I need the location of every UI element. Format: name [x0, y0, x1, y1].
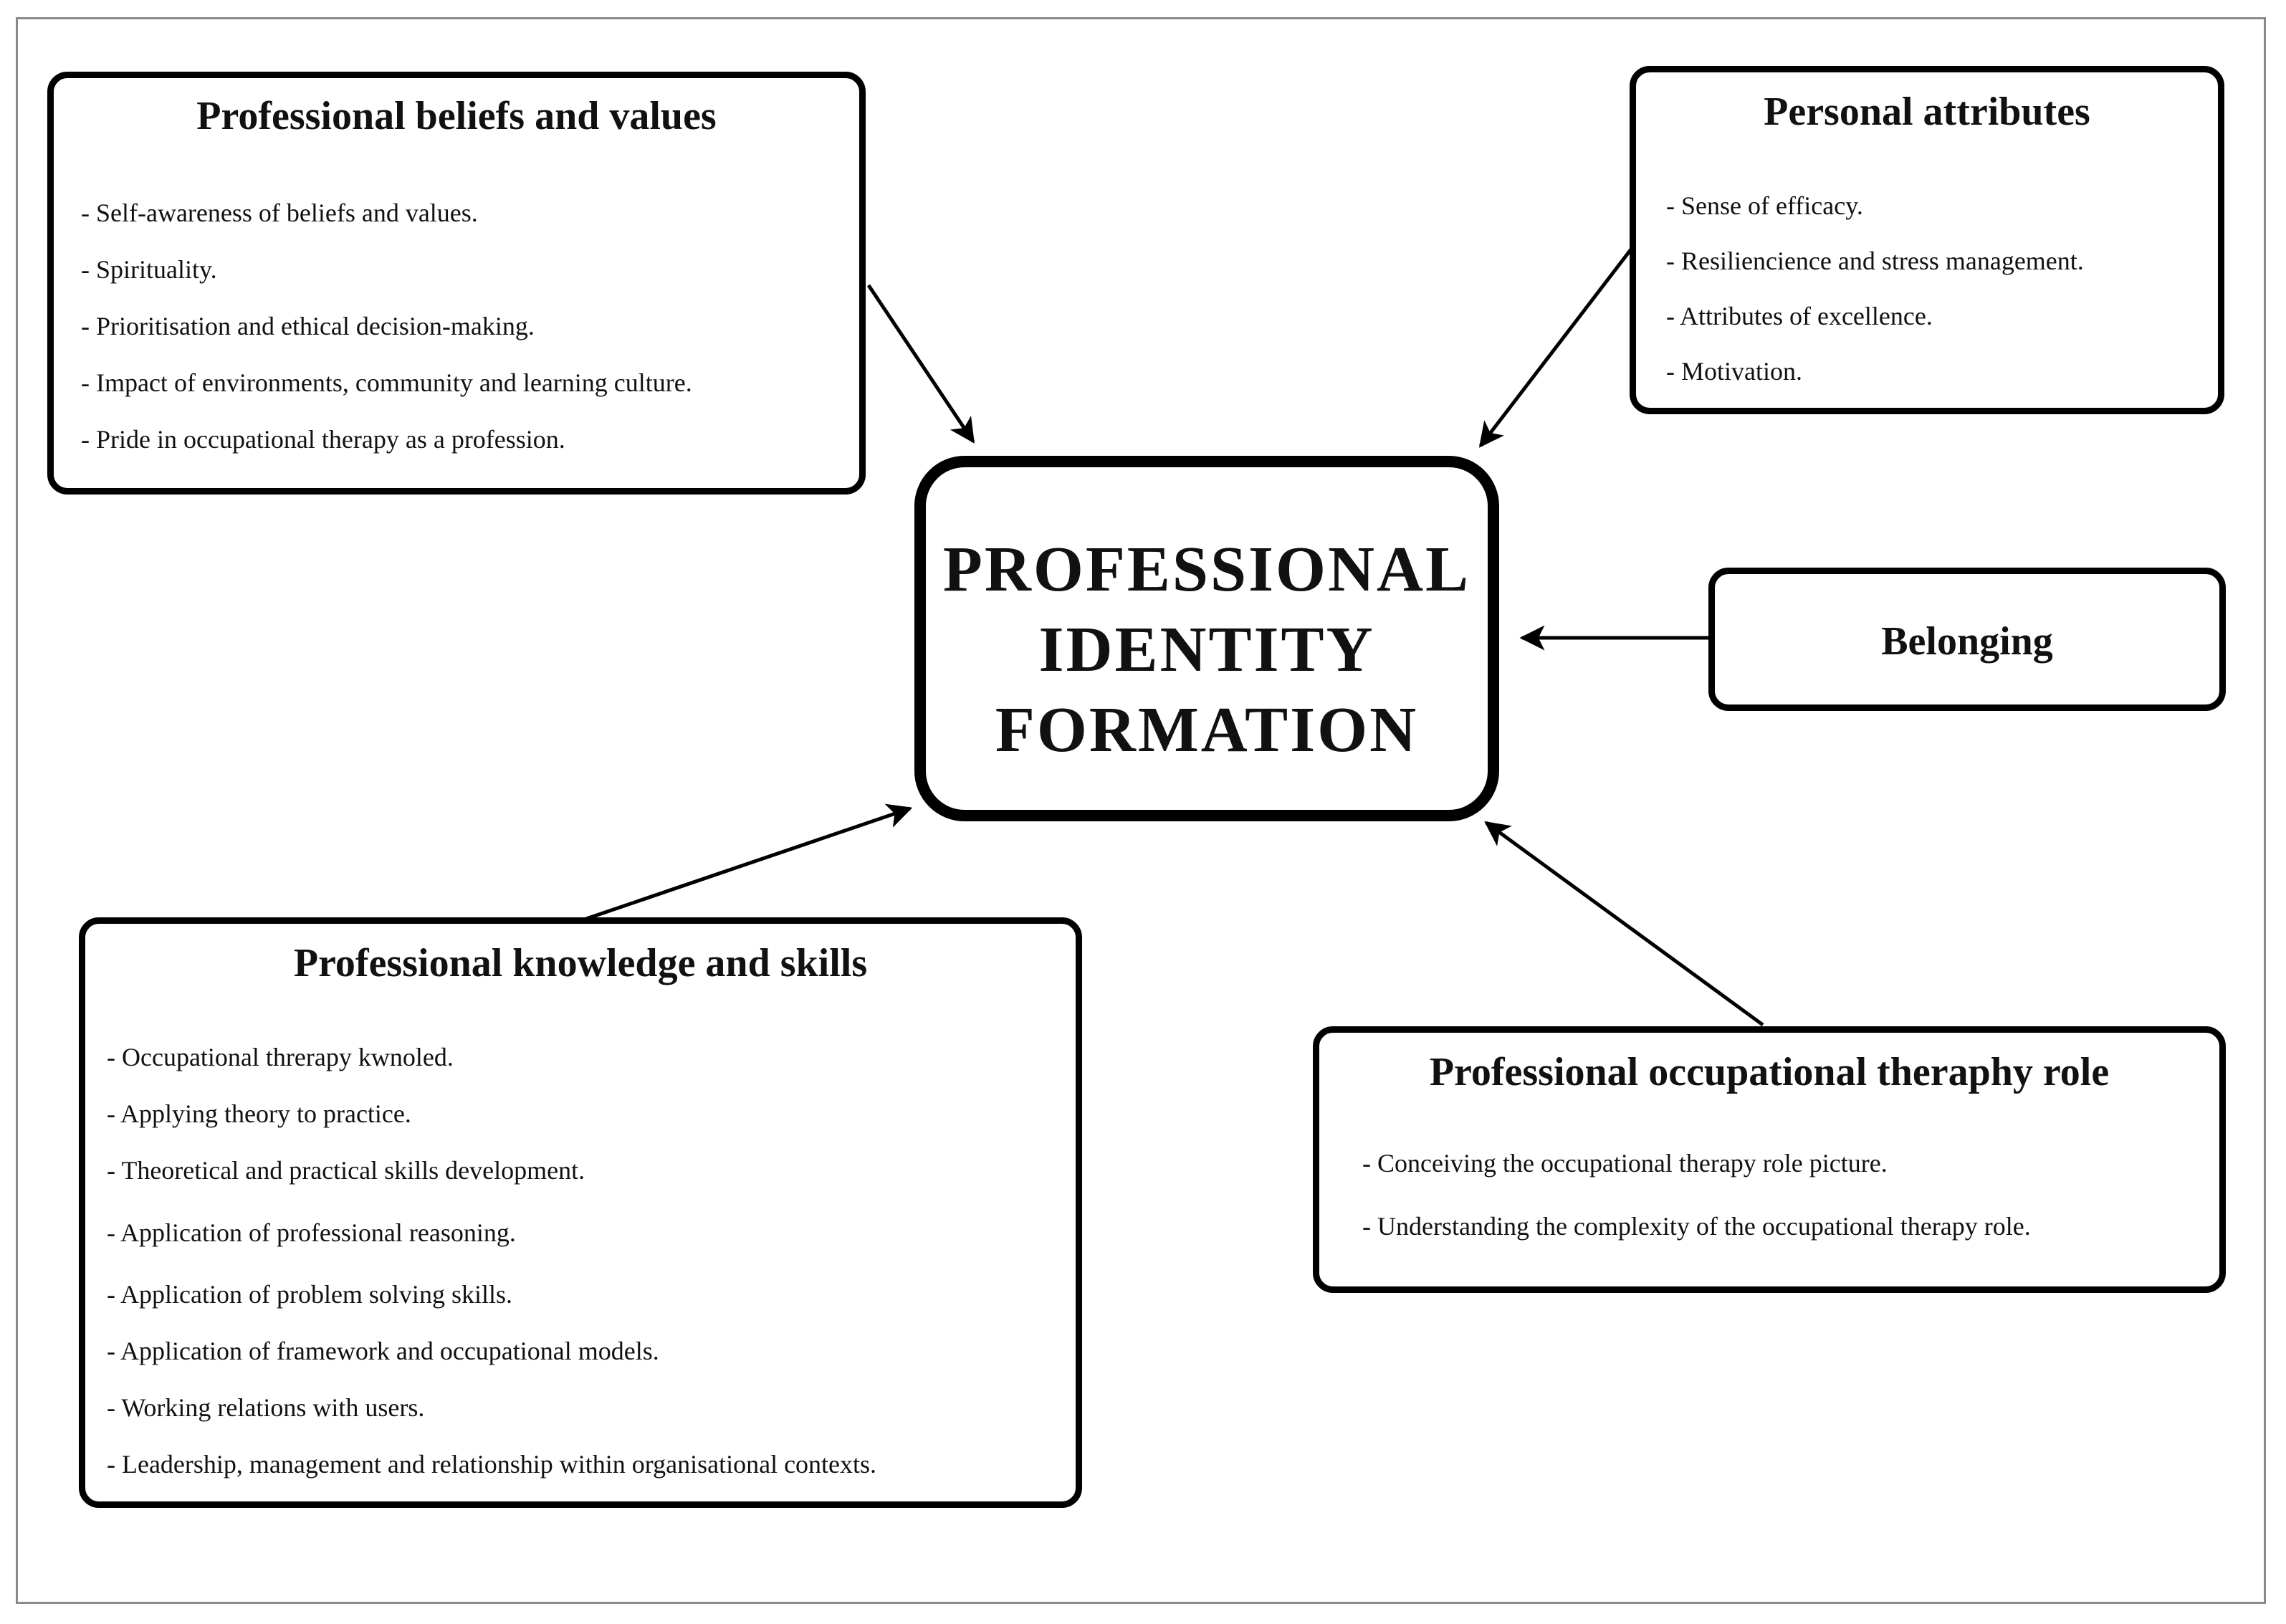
center-node: PROFESSIONAL IDENTITY FORMATION [914, 456, 1499, 821]
arrow-personal-to-center [1478, 242, 1637, 448]
role-title: Professional occupational theraphy role [1429, 1050, 2110, 1094]
list-item: - Occupational threrapy kwnoled. [107, 1043, 454, 1071]
list-item: - Theoretical and practical skills devel… [107, 1156, 585, 1185]
list-item: - Pride in occupational therapy as a pro… [81, 425, 565, 454]
list-item: - Impact of environments, community and … [81, 368, 692, 397]
beliefs-box: Professional beliefs and values - Self-a… [47, 72, 866, 495]
center-title-line: FORMATION [995, 694, 1419, 765]
knowledge-box: Professional knowledge and skills - Occu… [79, 917, 1082, 1508]
role-box: Professional occupational theraphy role … [1313, 1026, 2226, 1293]
list-item: - Attributes of excellence. [1666, 302, 1933, 330]
list-item: - Sense of efficacy. [1666, 191, 1863, 220]
beliefs-title: Professional beliefs and values [196, 94, 717, 138]
list-item: - Spirituality. [81, 255, 217, 284]
list-item: - Motivation. [1666, 357, 1802, 386]
list-item: - Applying theory to practice. [107, 1099, 411, 1128]
personal-title: Personal attributes [1764, 90, 2090, 134]
list-item: - Working relations with users. [107, 1393, 425, 1422]
knowledge-title: Professional knowledge and skills [293, 941, 868, 985]
list-item: - Application of problem solving skills. [107, 1280, 512, 1309]
arrow-knowledge-to-center [585, 803, 913, 921]
list-item: - Leadership, management and relationshi… [107, 1450, 877, 1479]
list-item: - Application of framework and occupatio… [107, 1337, 659, 1365]
figure-frame [16, 17, 2266, 1604]
center-title-line: PROFESSIONAL [942, 534, 1471, 605]
list-item: - Self-awareness of beliefs and values. [81, 199, 478, 227]
arrow-role-to-center [1484, 821, 1764, 1027]
list-item: - Conceiving the occupational therapy ro… [1362, 1149, 1888, 1178]
center-title-line: IDENTITY [1038, 614, 1375, 685]
list-item: - Application of professional reasoning. [107, 1218, 516, 1247]
personal-box: Personal attributes - Sense of efficacy.… [1630, 66, 2224, 414]
list-item: - Prioritisation and ethical decision-ma… [81, 312, 535, 340]
belonging-title: Belonging [1881, 619, 2053, 664]
belonging-box: Belonging [1708, 568, 2226, 711]
arrow-beliefs-to-center [866, 284, 975, 444]
list-item: - Resiliencience and stress management. [1666, 247, 2084, 275]
list-item: - Understanding the complexity of the oc… [1362, 1212, 2031, 1241]
